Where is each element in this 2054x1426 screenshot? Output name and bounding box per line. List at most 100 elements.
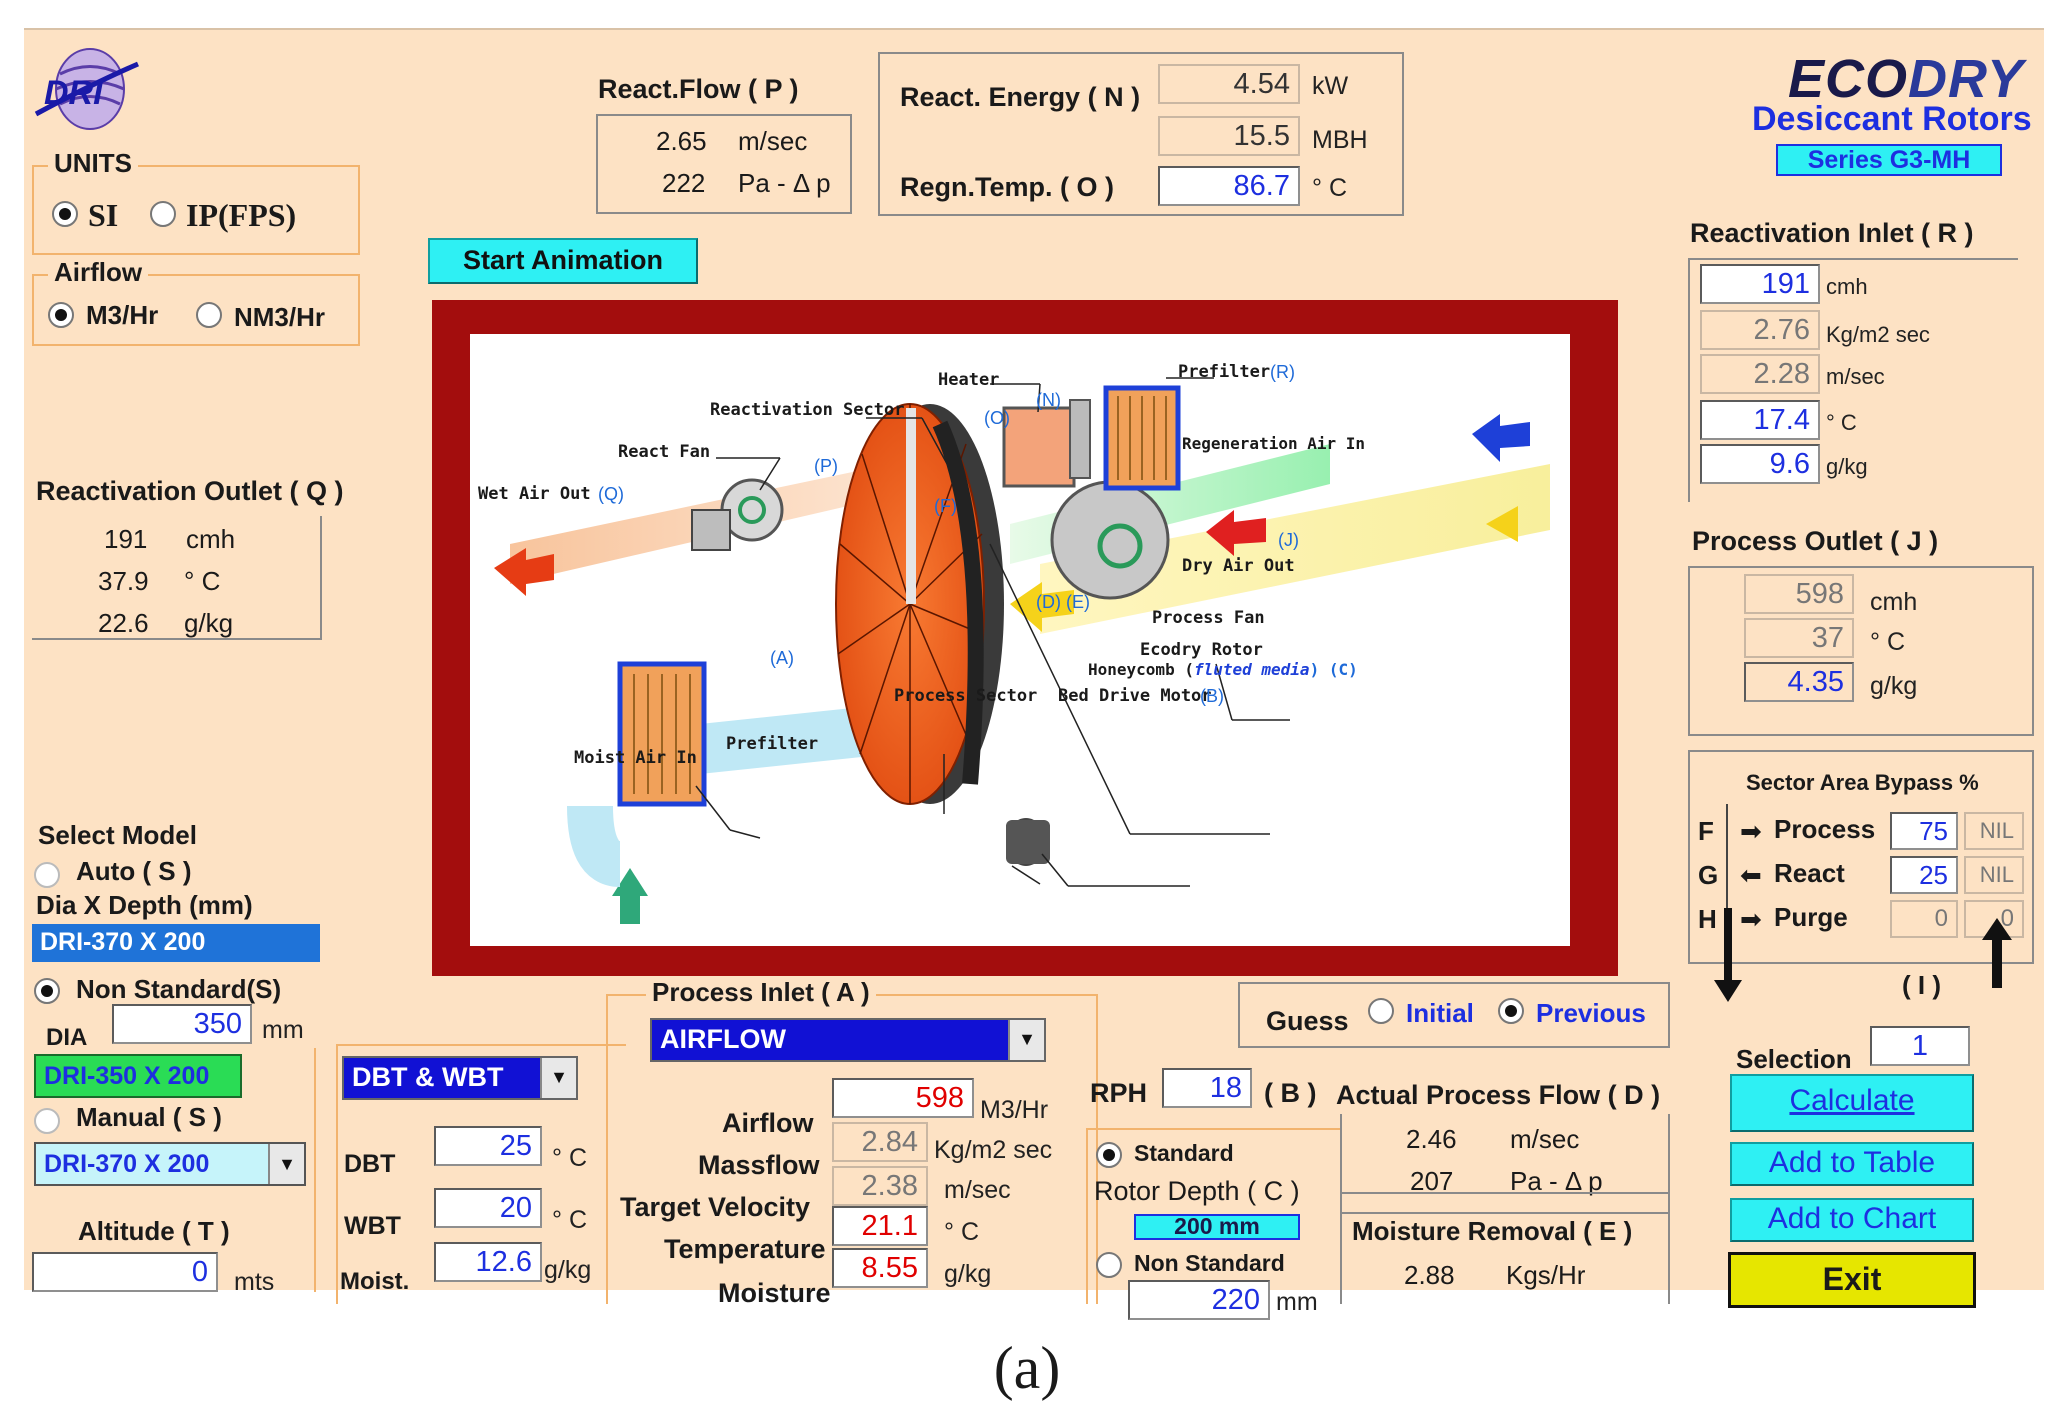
ip-radio[interactable] <box>150 201 176 227</box>
react-flow-velocity-unit: m/sec <box>738 126 808 156</box>
process-outlet-title: Process Outlet ( J ) <box>1692 526 1939 556</box>
chevron-down-icon[interactable]: ▼ <box>540 1058 576 1098</box>
si-radio[interactable] <box>52 201 78 227</box>
reactivation-inlet-title: Reactivation Inlet ( R ) <box>1690 218 1974 248</box>
ri-cmh-field[interactable]: 191 <box>1700 264 1820 304</box>
moist-field[interactable]: 12.6 <box>434 1242 542 1282</box>
dbt-wbt-select[interactable]: DBT & WBT ▼ <box>342 1056 578 1100</box>
reactivation-outlet-title: Reactivation Outlet ( Q ) <box>36 476 344 506</box>
dbt-label: DBT <box>344 1150 396 1178</box>
pi-velocity-unit: m/sec <box>944 1176 1011 1204</box>
m3-label: M3/Hr <box>86 300 159 330</box>
pi-moist-unit: g/kg <box>944 1260 992 1288</box>
dbt-field[interactable]: 25 <box>434 1126 542 1166</box>
heater-arrow <box>1206 510 1266 556</box>
ns-model-value: DRI-350 X 200 <box>44 1062 210 1090</box>
sector-h-area[interactable]: 0 <box>1890 900 1958 938</box>
manual-radio[interactable] <box>34 1108 60 1134</box>
label-j-tag: (J) <box>1278 530 1299 550</box>
ri-temp-field[interactable]: 17.4 <box>1700 400 1820 440</box>
sector-g-key: G <box>1698 860 1719 890</box>
altitude-unit: mts <box>234 1268 275 1296</box>
pi-velocity-label: Target Velocity <box>620 1192 811 1222</box>
ip-label: IP(FPS) <box>186 197 297 233</box>
sector-f-area[interactable]: 75 <box>1890 812 1958 850</box>
moisture-removal-unit: Kgs/Hr <box>1506 1260 1586 1290</box>
non-standard-depth-radio[interactable] <box>1096 1252 1122 1278</box>
ri-moist-field[interactable]: 9.6 <box>1700 444 1820 484</box>
label-b-tag: (B) <box>1200 686 1224 706</box>
non-standard-radio[interactable] <box>34 978 60 1004</box>
series-text: Series G3-MH <box>1807 146 1971 174</box>
initial-radio[interactable] <box>1368 998 1394 1024</box>
moist-air-in-arrow <box>612 868 648 924</box>
dry-air-band <box>1040 464 1550 634</box>
react-energy-group: React. Energy ( N ) 4.54 kW 15.5 MBH Reg… <box>878 52 1404 216</box>
up-arrow-icon <box>1992 938 2002 988</box>
pi-massflow-field: 2.84 <box>832 1122 928 1162</box>
altitude-field[interactable]: 0 <box>32 1252 218 1292</box>
ro-temp: 37.9 <box>98 566 149 596</box>
sector-f-key: F <box>1698 816 1714 846</box>
initial-label: Initial <box>1406 998 1474 1028</box>
rotor-depth-standard-value: 200 mm <box>1174 1213 1260 1239</box>
add-to-table-button[interactable]: Add to Table <box>1730 1142 1974 1186</box>
add-to-table-label: Add to Table <box>1768 1146 1936 1179</box>
auto-radio[interactable] <box>34 862 60 888</box>
label-dry-air-out: Dry Air Out <box>1182 556 1295 576</box>
exit-button[interactable]: Exit <box>1728 1252 1976 1308</box>
sector-h-arrow-icon: ➡ <box>1740 904 1762 934</box>
sector-f-name: Process <box>1774 814 1876 844</box>
pi-moist-field[interactable]: 8.55 <box>832 1248 928 1288</box>
guess-label: Guess <box>1266 1006 1349 1036</box>
sector-g-area[interactable]: 25 <box>1890 856 1958 894</box>
moist-label: Moist. <box>340 1268 410 1295</box>
sector-g-name: React <box>1774 858 1845 888</box>
desiccant-rotors-title: Desiccant Rotors <box>1752 100 2032 138</box>
label-ecodry-rotor: Ecodry Rotor <box>1140 640 1263 660</box>
nm3-radio[interactable] <box>196 302 222 328</box>
process-outlet-group: 598 cmh 37 ° C 4.35 g/kg <box>1688 566 2034 736</box>
ri-moist-unit: g/kg <box>1826 454 1868 479</box>
selection-field[interactable]: 1 <box>1870 1026 1970 1066</box>
calculate-button[interactable]: Calculate <box>1730 1074 1974 1132</box>
actual-flow-vel-unit: m/sec <box>1510 1124 1580 1154</box>
label-wet-air-out: Wet Air Out <box>478 484 591 504</box>
ro-moist: 22.6 <box>98 608 149 638</box>
pi-airflow-field[interactable]: 598 <box>832 1078 974 1118</box>
actual-flow-vel: 2.46 <box>1406 1124 1457 1154</box>
chevron-down-icon[interactable]: ▼ <box>1008 1020 1044 1060</box>
calculate-label: Calculate <box>1789 1084 1915 1117</box>
ri-mass-unit: Kg/m2 sec <box>1826 322 1930 347</box>
add-to-chart-button[interactable]: Add to Chart <box>1730 1198 1974 1242</box>
label-a-tag: (A) <box>770 648 794 668</box>
airflow-mode-select[interactable]: AIRFLOW ▼ <box>650 1018 1046 1062</box>
airflow-title: Airflow <box>48 257 149 288</box>
chevron-down-icon[interactable]: ▼ <box>268 1144 304 1184</box>
airflow-mode-value: AIRFLOW <box>660 1024 786 1054</box>
react-flow-group: 2.65 m/sec 222 Pa - Δ p <box>596 114 852 214</box>
rph-field[interactable]: 18 <box>1162 1068 1252 1108</box>
manual-model-select[interactable]: DRI-370 X 200 ▼ <box>34 1142 306 1186</box>
dry-text: DRY <box>1908 49 2025 109</box>
rotor-depth-field[interactable]: 220 <box>1128 1280 1270 1320</box>
previous-radio[interactable] <box>1498 998 1524 1024</box>
standard-radio[interactable] <box>1096 1142 1122 1168</box>
sector-h-key: H <box>1698 904 1717 934</box>
pi-temp-field[interactable]: 21.1 <box>832 1206 928 1246</box>
process-inlet-title: Process Inlet ( A ) <box>646 977 876 1008</box>
standard-label: Standard <box>1134 1140 1234 1166</box>
regn-temp-field[interactable]: 86.7 <box>1158 166 1300 206</box>
m3-radio[interactable] <box>48 302 74 328</box>
wbt-field[interactable]: 20 <box>434 1188 542 1228</box>
down-arrow-icon <box>1724 908 1732 986</box>
dri-logo-text: DRI <box>44 74 103 112</box>
selection-label: Selection <box>1736 1044 1852 1074</box>
start-animation-button[interactable]: Start Animation <box>428 238 698 284</box>
label-honeycomb: Honeycomb (fluted media) (C) <box>1088 660 1358 679</box>
process-inlet-band <box>700 704 890 774</box>
dia-field[interactable]: 350 <box>112 1004 252 1044</box>
label-prefilter-a: Prefilter <box>726 734 819 754</box>
sector-f-bypass: NIL <box>1964 812 2024 850</box>
react-energy-mbh-field: 15.5 <box>1158 116 1300 156</box>
